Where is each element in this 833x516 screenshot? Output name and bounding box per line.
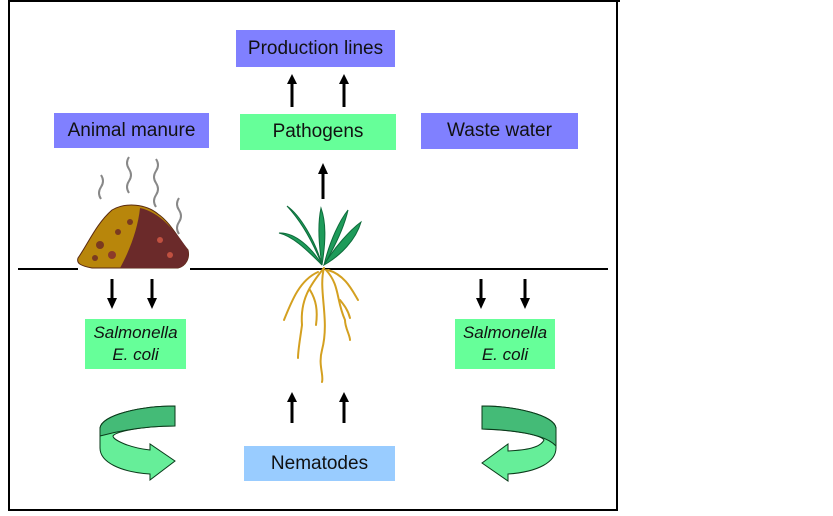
- arrow-up-icon: [287, 74, 297, 107]
- curved-arrow-left-icon: [481, 405, 557, 482]
- ecoli-right-label: E. coli: [481, 345, 529, 364]
- production-lines-box: Production lines: [236, 30, 395, 67]
- arrow-down-icon: [520, 279, 530, 309]
- frame-top-border: [8, 0, 620, 2]
- waste-water-box: Waste water: [421, 113, 578, 149]
- arrow-down-icon: [476, 279, 486, 309]
- nematodes-label: Nematodes: [270, 452, 369, 474]
- bacteria-right-box: Salmonella E. coli: [455, 319, 555, 369]
- ground-line-left: [18, 268, 78, 270]
- arrow-up-icon: [318, 163, 328, 199]
- pathogens-label: Pathogens: [272, 121, 364, 142]
- bacteria-left-box: Salmonella E. coli: [85, 319, 186, 369]
- arrow-down-icon: [107, 279, 117, 309]
- production-lines-label: Production lines: [247, 37, 384, 59]
- pathogens-box: Pathogens: [240, 114, 396, 150]
- animal-manure-label: Animal manure: [67, 119, 196, 141]
- curved-arrow-right-icon: [99, 405, 176, 482]
- ecoli-left-label: E. coli: [112, 345, 159, 364]
- diagram-frame: [8, 0, 618, 511]
- nematodes-box: Nematodes: [244, 446, 395, 481]
- manure-pile-icon: [77, 156, 189, 269]
- arrow-up-icon: [339, 392, 349, 423]
- salmonella-right-label: Salmonella: [462, 323, 548, 342]
- ground-line-right: [190, 268, 608, 270]
- arrow-up-icon: [287, 392, 297, 423]
- animal-manure-box: Animal manure: [54, 113, 209, 148]
- arrow-up-icon: [339, 74, 349, 107]
- arrow-down-icon: [147, 279, 157, 309]
- salmonella-left-label: Salmonella: [93, 323, 178, 342]
- plant-with-roots-icon: [278, 205, 362, 383]
- waste-water-label: Waste water: [447, 120, 552, 141]
